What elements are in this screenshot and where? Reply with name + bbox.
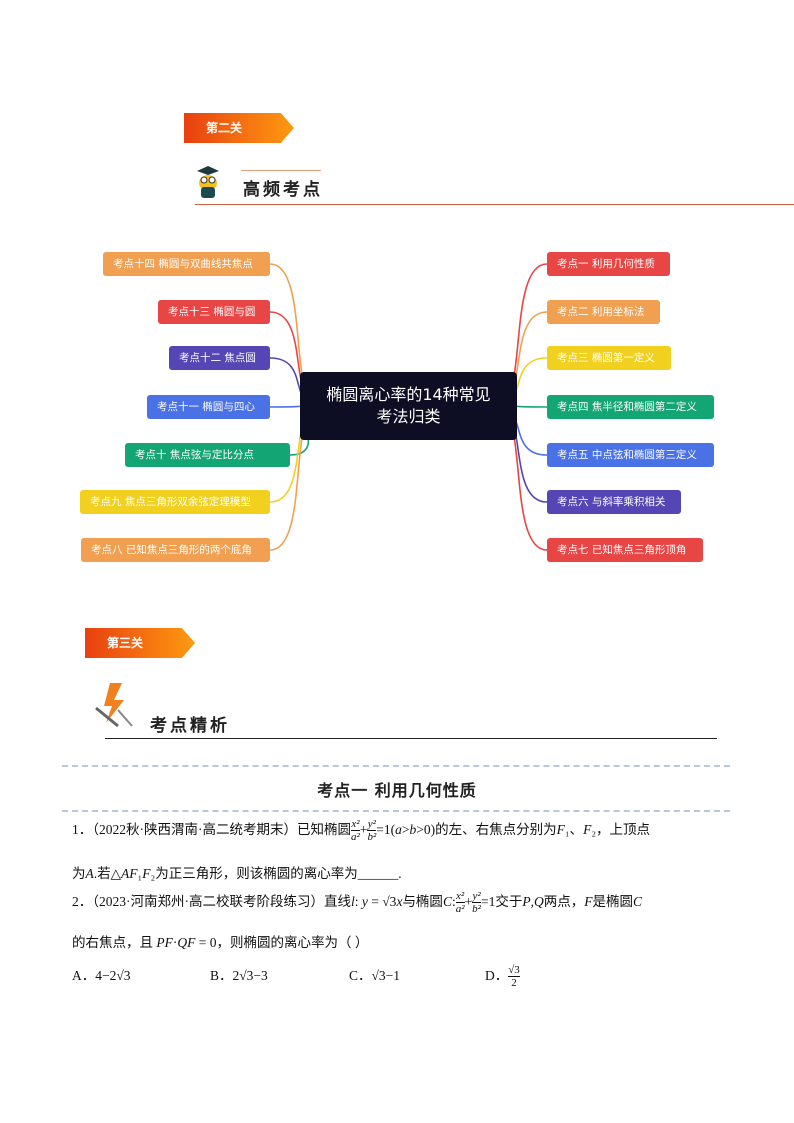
option-d-label: D． bbox=[485, 968, 509, 983]
mindmap-center: 椭圆离心率的14种常见 考法归类 bbox=[300, 372, 517, 440]
q1-text-e: 若△ bbox=[97, 866, 122, 881]
q1-text-c: ，上顶点 bbox=[596, 822, 651, 837]
title-overline bbox=[241, 170, 321, 171]
mindmap-node-right-4: 考点四 焦半径和椭圆第二定义 bbox=[547, 395, 714, 419]
option-d-num: √3 bbox=[508, 964, 520, 978]
q1-text: 1．（2022秋·陕西渭南·高二统考期末）已知椭圆 bbox=[72, 822, 351, 837]
option-d-den: 2 bbox=[511, 977, 517, 990]
section-banner-3: 第三关 bbox=[85, 628, 195, 658]
topic-title: 考点一 利用几何性质 bbox=[317, 781, 477, 800]
q2-text-b: 与椭圆 bbox=[402, 894, 443, 909]
answer-blank[interactable]: ______. bbox=[357, 866, 402, 881]
mindmap-node-left-3: 考点十二 焦点圆 bbox=[169, 346, 270, 370]
mindmap-node-right-3: 考点三 椭圆第一定义 bbox=[547, 346, 671, 370]
mindmap-node-right-1: 考点一 利用几何性质 bbox=[547, 252, 670, 276]
question-2-line-2: 的右焦点，且 PF·QF = 0，则椭圆的离心率为（ ） bbox=[72, 935, 369, 950]
mindmap-node-left-4: 考点十一 椭圆与四心 bbox=[147, 395, 270, 419]
question-1-line-2: 为A.若△AF₁F₂为正三角形，则该椭圆的离心率为______. bbox=[72, 866, 402, 881]
mindmap-node-right-2: 考点二 利用坐标法 bbox=[547, 300, 660, 324]
q2-text: 2．（2023·河南郑州·高二校联考阶段练习）直线 bbox=[72, 894, 351, 909]
q1-text-d: 为 bbox=[72, 866, 86, 881]
mindmap-node-left-7: 考点八 已知焦点三角形的两个底角 bbox=[81, 538, 270, 562]
option-c[interactable]: C．√3−1 bbox=[349, 968, 401, 983]
mindmap-node-left-6: 考点九 焦点三角形双余弦定理模型 bbox=[80, 490, 270, 514]
mindmap-node-left-1: 考点十四 椭圆与双曲线共焦点 bbox=[103, 252, 270, 276]
q2-text-c: 交于 bbox=[495, 894, 523, 909]
option-b[interactable]: B．2√3−3 bbox=[210, 968, 268, 983]
dashed-divider-top bbox=[62, 765, 730, 767]
center-line-2: 考法归类 bbox=[376, 407, 441, 426]
q2-text-g: ，则椭圆的离心率为（ ） bbox=[216, 935, 369, 950]
ruler-compass-icon bbox=[92, 678, 142, 728]
mindmap-node-left-2: 考点十三 椭圆与圆 bbox=[158, 300, 270, 324]
q1-text-b: 的左、右焦点分别为 bbox=[435, 822, 557, 837]
section-banner-2: 第二关 bbox=[184, 113, 294, 143]
section-divider-3 bbox=[105, 738, 717, 739]
section-divider bbox=[195, 204, 794, 205]
option-a[interactable]: A．4−2√3 bbox=[72, 968, 131, 983]
section-title-3: 考点精析 bbox=[150, 716, 230, 736]
q2-text-d: 两点， bbox=[543, 894, 585, 909]
mindmap-node-right-7: 考点七 已知焦点三角形顶角 bbox=[547, 538, 703, 562]
q2-text-e: 是椭圆 bbox=[592, 894, 633, 909]
q2-text-f: 的右焦点，且 bbox=[72, 935, 153, 950]
mindmap-node-right-6: 考点六 与斜率乘积相关 bbox=[547, 490, 681, 514]
mindmap-connectors bbox=[269, 263, 548, 551]
section-title-2: 高频考点 bbox=[243, 180, 323, 200]
question-2-line-1: 2．（2023·河南郑州·高二校联考阶段练习）直线l: y = √3x与椭圆C:… bbox=[72, 890, 642, 916]
dashed-divider-bottom bbox=[62, 810, 730, 812]
q1-text-f: 为正三角形，则该椭圆的离心率为 bbox=[155, 866, 358, 881]
owl-mascot-icon bbox=[195, 165, 221, 199]
center-line-1: 椭圆离心率的14种常见 bbox=[326, 385, 491, 404]
mindmap-node-left-5: 考点十 焦点弦与定比分点 bbox=[125, 443, 290, 467]
mindmap-node-right-5: 考点五 中点弦和椭圆第三定义 bbox=[547, 443, 714, 467]
